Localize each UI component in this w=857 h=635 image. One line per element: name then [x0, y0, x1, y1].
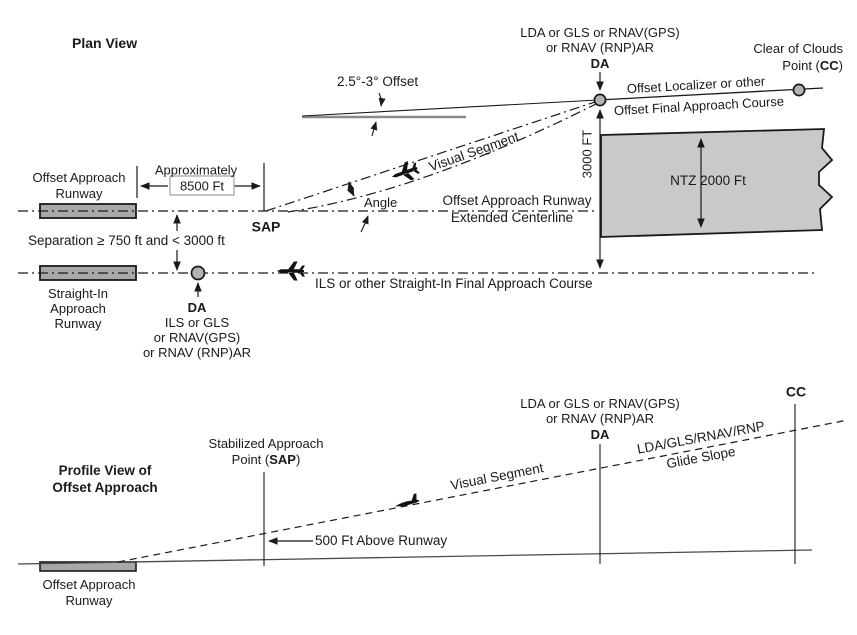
cc-post: ) — [838, 58, 843, 73]
plan-view-title: Plan View — [72, 35, 138, 51]
dim-3000ft-label: 3000 FT — [579, 129, 595, 179]
angle-pointer-arrow — [360, 215, 369, 233]
cc-bold: CC — [819, 58, 839, 73]
angle-arc-arrow-down — [347, 187, 355, 197]
dim-8500ft-label: 8500 Ft — [179, 178, 225, 194]
stabilized-approach-point-label: Stabilized Approach Point (SAP) — [209, 436, 324, 468]
above-runway-label: 500 Ft Above Runway — [315, 533, 448, 548]
extended-centerline-label-line2: Extended Centerline — [450, 210, 574, 226]
da-point-straight-in — [190, 265, 206, 281]
profile-runway-label: Offset Approach Runway — [43, 577, 136, 609]
offset-localizer-course-line — [597, 87, 824, 101]
straight-in-da-line3: or RNAV(GPS) — [153, 330, 241, 345]
sap-pre: Point ( — [231, 452, 270, 467]
profile-runway-shape — [39, 561, 137, 572]
visual-segment-lower-line — [287, 103, 597, 213]
visual-segment-upper-line — [265, 100, 599, 212]
ntz-label: NTZ 2000 Ft — [670, 173, 746, 189]
extended-centerline-label-line1: Offset Approach Runway — [442, 193, 592, 209]
offset-angle-arrow-upper — [378, 92, 386, 107]
clear-of-clouds-line1: Clear of Clouds — [753, 41, 843, 56]
offset-angle-arrow-lower — [370, 121, 378, 137]
aircraft-icon-profile — [393, 493, 420, 508]
offset-runway-label: Offset Approach Runway — [33, 170, 126, 202]
profile-da-line2: or RNAV (RNP)AR — [545, 411, 655, 427]
profile-da-line3: DA — [590, 426, 610, 442]
straight-in-da-line4: or RNAV (RNP)AR — [142, 345, 252, 360]
offset-runway-label-line1: Offset Approach — [32, 170, 126, 185]
aircraft-icon-visual-segment — [388, 158, 422, 186]
profile-runway-line2: Runway — [65, 593, 113, 608]
offset-da-approach-line3: DA — [590, 55, 610, 71]
cc-pre: Point ( — [782, 58, 820, 73]
straight-in-runway-line2: Approach — [50, 301, 106, 316]
profile-ground-line — [17, 549, 813, 565]
offset-course-reference-line — [301, 99, 599, 117]
straight-in-da-label: DA ILS or GLS or RNAV(GPS) or RNAV (RNP)… — [143, 300, 251, 360]
cc-label-profile: CC — [785, 383, 807, 400]
straight-in-runway-line1: Straight-In — [48, 286, 108, 301]
sap-profile-line2: Point (SAP) — [209, 452, 324, 468]
sap-label-plan: SAP — [251, 218, 281, 235]
cc-point — [792, 83, 806, 97]
offset-da-approach-line2: or RNAV (RNP)AR — [545, 40, 655, 56]
offset-da-approach-label: LDA or GLS or RNAV(GPS) or RNAV (RNP)AR … — [520, 25, 679, 71]
offset-da-approach-line1: LDA or GLS or RNAV(GPS) — [520, 25, 680, 40]
profile-da-approach-label: LDA or GLS or RNAV(GPS) or RNAV (RNP)AR … — [520, 396, 679, 442]
separation-label: Separation ≥ 750 ft and < 3000 ft — [28, 233, 225, 248]
ntz-zone — [600, 128, 834, 238]
clear-of-clouds-line2: Point (CC) — [753, 57, 843, 74]
profile-runway-line1: Offset Approach — [42, 577, 136, 592]
offset-angle-label: 2.5°-3° Offset — [337, 74, 419, 89]
sap-profile-line1: Stabilized Approach — [208, 436, 324, 451]
da-point-offset — [593, 93, 607, 107]
profile-title-line1: Profile View of — [58, 463, 152, 478]
sap-bold: SAP — [269, 452, 296, 467]
clear-of-clouds-label: Clear of Clouds Point (CC) — [753, 40, 843, 74]
ils-course-label: ILS or other Straight-In Final Approach … — [315, 276, 593, 291]
straight-in-runway-line3: Runway — [54, 316, 102, 331]
straight-in-runway-label: Straight-In Approach Runway — [48, 286, 108, 331]
glide-slope-dashed-line — [117, 419, 849, 563]
straight-in-da-line2: ILS or GLS — [164, 315, 230, 330]
approximately-label: Approximately — [154, 162, 238, 178]
profile-view-title: Profile View of Offset Approach — [52, 463, 157, 496]
dim-8500-box — [169, 175, 235, 196]
straight-in-da-line1: DA — [187, 300, 207, 315]
aircraft-icon-straight-in — [277, 261, 305, 281]
profile-title-line2: Offset Approach — [52, 479, 158, 495]
angle-label: Angle — [364, 195, 398, 210]
sap-post: ) — [295, 452, 301, 467]
offset-runway-label-line2: Runway — [55, 186, 103, 201]
profile-da-line1: LDA or GLS or RNAV(GPS) — [520, 396, 680, 411]
